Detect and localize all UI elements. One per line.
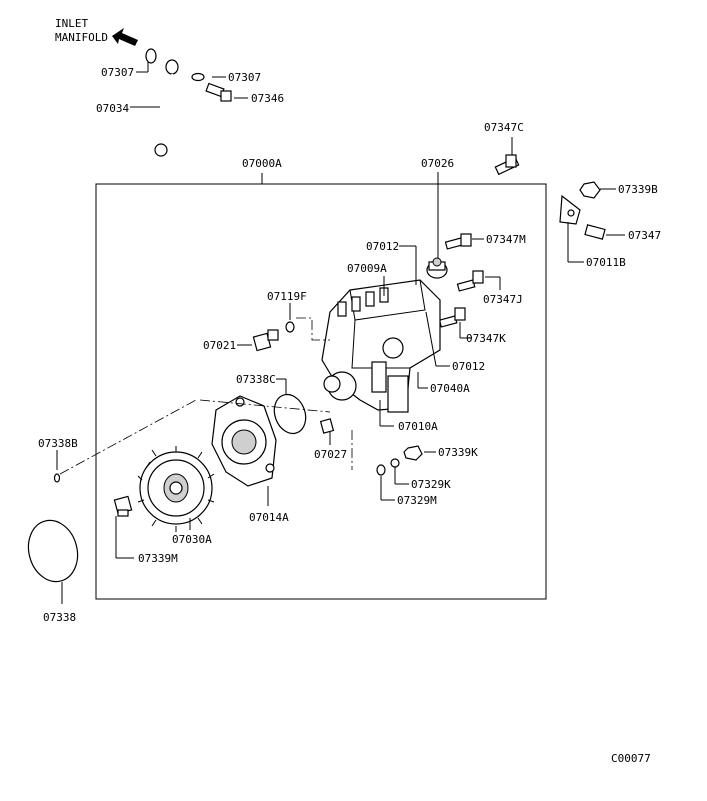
part-label: 07338B <box>38 437 78 450</box>
inlet-manifold-callout: INLET MANIFOLD <box>55 17 138 46</box>
part-label: 07119F <box>267 290 307 303</box>
part-label: 07026 <box>421 157 454 170</box>
part-label: 07339K <box>438 446 478 459</box>
oring-07338c <box>273 393 307 435</box>
part-label: 07347 <box>628 229 661 242</box>
part-label: 07021 <box>203 339 236 352</box>
part-label: 07329M <box>397 494 437 507</box>
injection-pump-07000a <box>321 257 448 413</box>
part-label: 07329K <box>411 478 451 491</box>
part-label: 07010A <box>398 420 438 433</box>
part-label: 07040A <box>430 382 470 395</box>
part-label: 07347M <box>486 233 526 246</box>
pipe-assembly <box>145 48 232 157</box>
part-label: 07012 <box>452 360 485 373</box>
bolt-07347c <box>494 154 520 176</box>
part-label: 07014A <box>249 511 289 524</box>
part-label: 07034 <box>96 102 129 115</box>
bolt-07347j <box>456 270 484 292</box>
bolt-07347k <box>438 307 466 328</box>
part-label: 07339B <box>618 183 658 196</box>
drawing-code: C00077 <box>611 752 651 765</box>
part-label: 07011B <box>586 256 626 269</box>
flange-07014a <box>211 395 277 487</box>
part-label: 07346 <box>251 92 284 105</box>
part-label: 07012 <box>366 240 399 253</box>
part-label: 07347K <box>466 332 506 345</box>
arrow-icon <box>112 28 138 46</box>
assembly-frame <box>95 183 547 600</box>
part-label: 07027 <box>314 448 347 461</box>
sensor-07021 <box>252 329 279 352</box>
part-label: 07030A <box>172 533 212 546</box>
part-label: 07009A <box>347 262 387 275</box>
bolt-07347m <box>444 233 472 250</box>
bracket-07011b <box>559 181 606 240</box>
gear-07030a <box>137 446 215 532</box>
part-label: 07307 <box>101 66 134 79</box>
manifold-label: MANIFOLD <box>55 31 108 44</box>
part-label: 07338C <box>236 373 276 386</box>
inlet-label: INLET <box>55 17 88 30</box>
oring-07338 <box>27 519 79 583</box>
nut-07339m <box>113 495 133 517</box>
part-label: 07339M <box>138 552 178 565</box>
part-label: 07347C <box>484 121 524 134</box>
part-label: 07347J <box>483 293 523 306</box>
assembly-label: 07000A <box>242 157 282 170</box>
part-label: 07307 <box>228 71 261 84</box>
part-label: 07338 <box>43 611 76 624</box>
